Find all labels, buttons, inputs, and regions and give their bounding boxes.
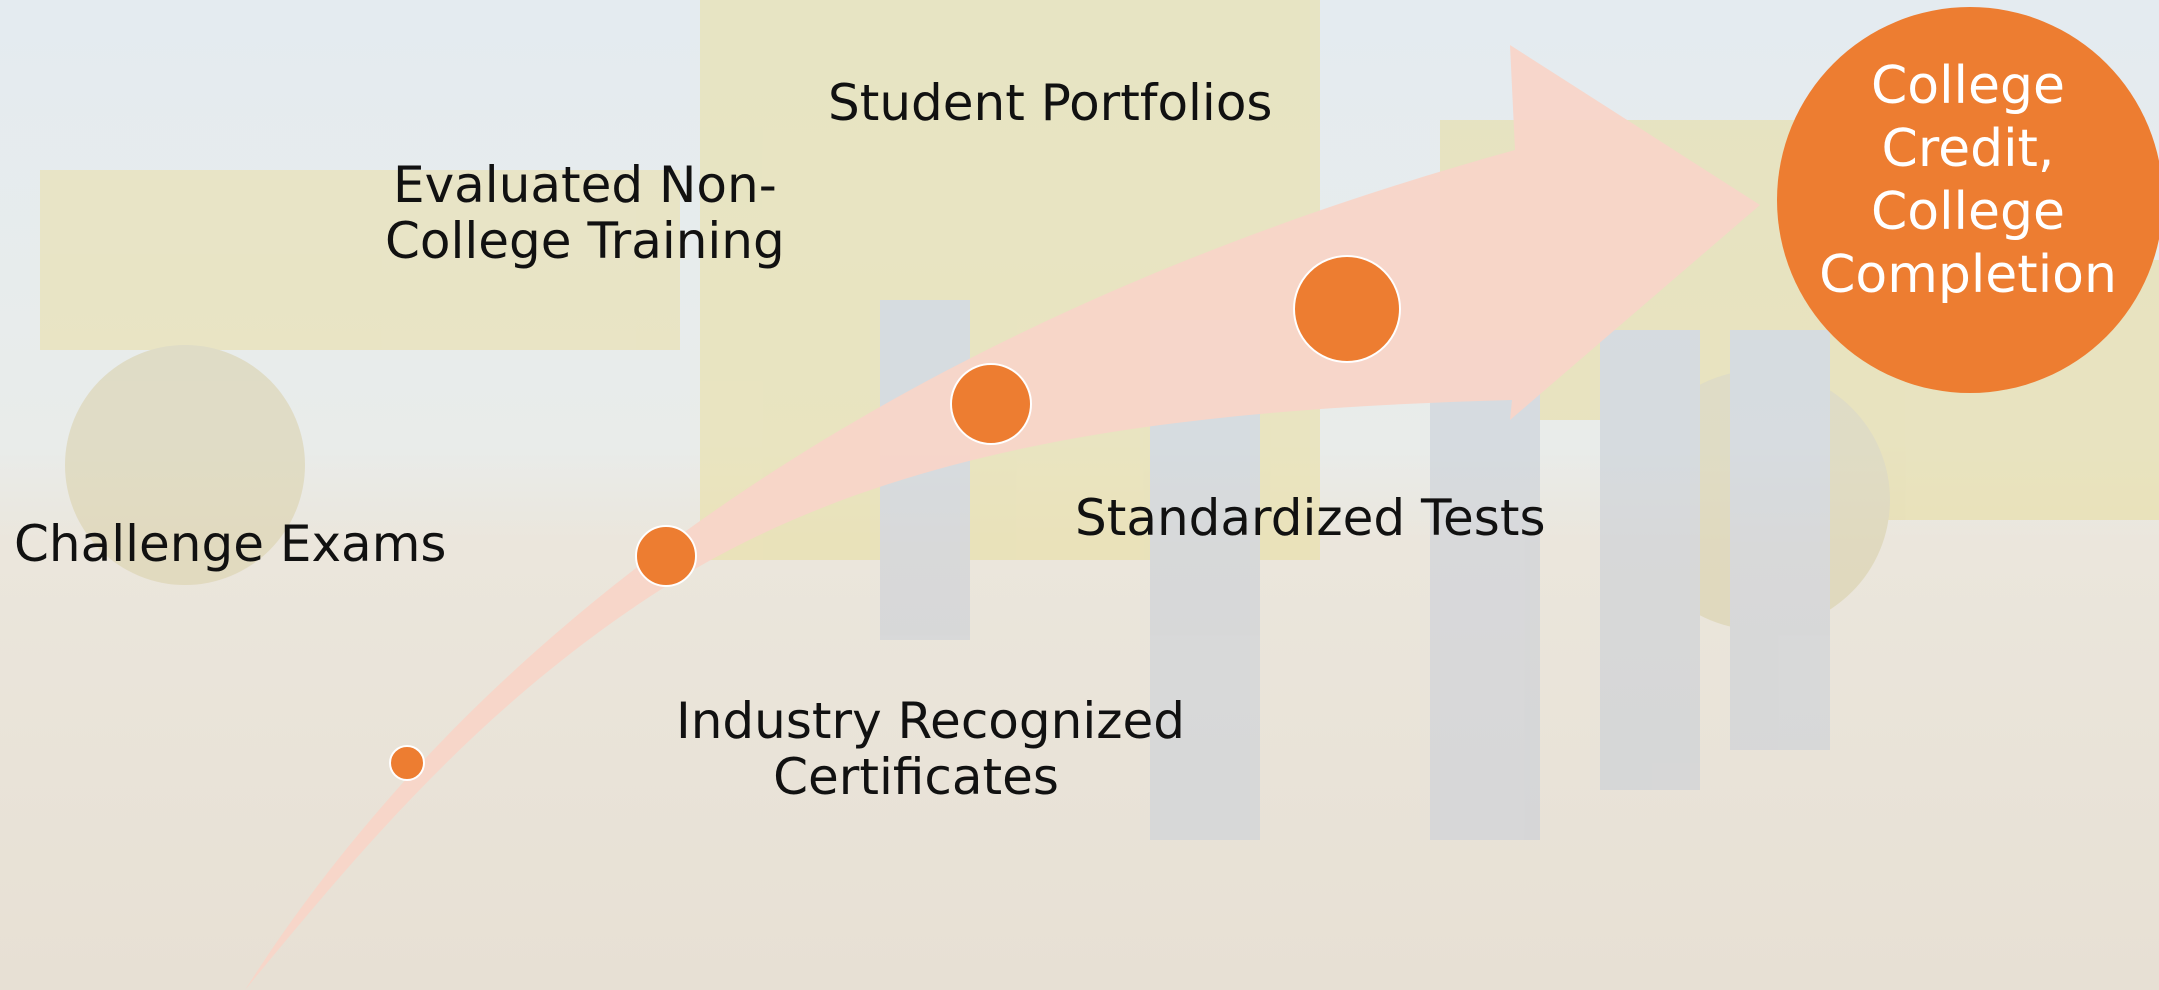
milestone-dot-2 — [635, 525, 697, 587]
label-student-portfolios: Student Portfolios — [828, 74, 1273, 132]
milestone-dot-1 — [389, 745, 425, 781]
label-evaluated-training: Evaluated Non- College Training — [385, 156, 785, 270]
goal-circle — [1777, 7, 2159, 393]
goal-label: College Credit, College Completion — [1819, 56, 2117, 305]
label-industry-certificates: Industry Recognized Certificates — [676, 692, 1185, 806]
milestone-dot-3 — [950, 363, 1032, 445]
label-challenge-exams: Challenge Exams — [14, 515, 447, 573]
milestone-dot-4 — [1293, 255, 1401, 363]
label-standardized-tests: Standardized Tests — [1075, 489, 1546, 547]
